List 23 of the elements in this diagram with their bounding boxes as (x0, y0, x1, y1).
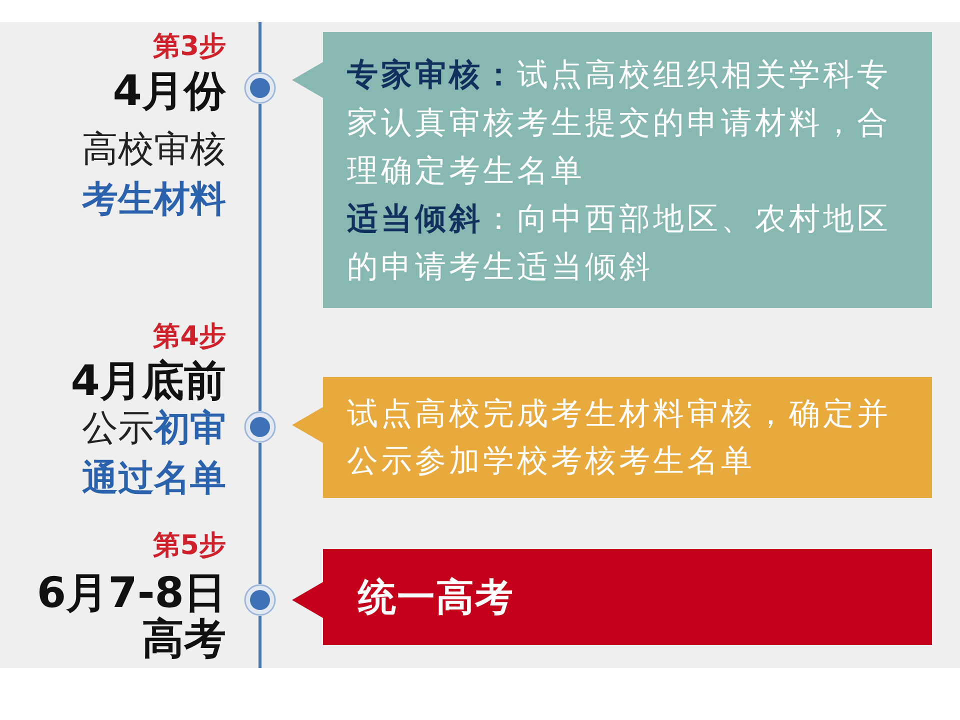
callout-text: 专家审核：试点高校组织相关学科专家认真审核考生提交的申请材料，合理确定考生名单 (347, 56, 892, 191)
timeline-dot (244, 584, 276, 616)
step-description: 高校审核考生材料 (80, 128, 226, 222)
timeline-line (258, 616, 262, 668)
timeline-line (258, 104, 262, 411)
timeline-line (258, 22, 262, 72)
date-label: 4月份 (112, 68, 226, 114)
callout-box (292, 32, 932, 308)
timeline-dot (244, 72, 276, 104)
date-label: 6月7-8日 (36, 570, 226, 616)
timeline-line (258, 443, 262, 584)
callout-text: 试点高校完成考生材料审核，确定并公示参加学校考核考生名单 (347, 395, 892, 481)
step-label: 第4步 (153, 320, 226, 354)
step-description: 公示初审通过名单 (81, 407, 226, 501)
callout-box (292, 377, 932, 498)
step-label: 第3步 (153, 30, 226, 64)
exam-label: 高考 (142, 616, 226, 662)
callout-text: 适当倾斜：向中西部地区、农村地区的申请考生适当倾斜 (347, 200, 892, 287)
callout-box (292, 549, 932, 645)
step-label: 第5步 (153, 529, 226, 563)
callout-title: 统一高考 (358, 574, 515, 620)
date-label: 4月底前 (70, 358, 226, 404)
timeline-dot (244, 411, 276, 443)
